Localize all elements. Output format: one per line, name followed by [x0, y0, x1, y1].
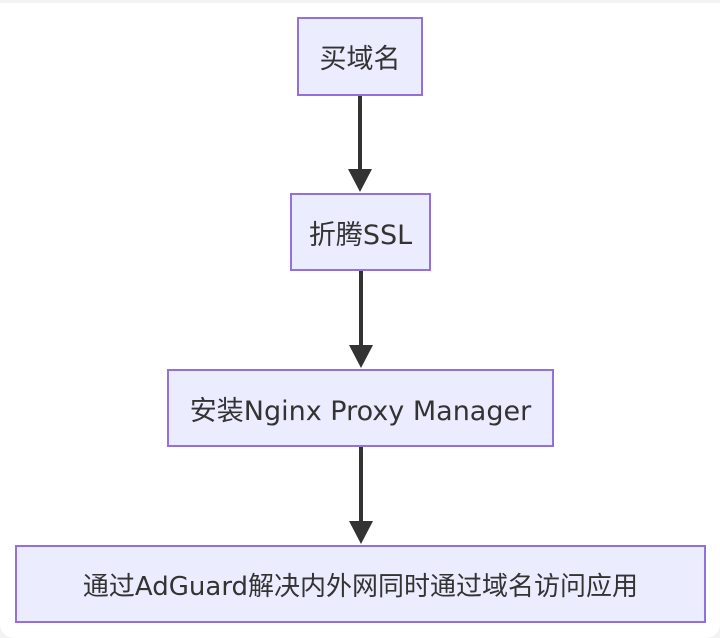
- node-label: 折腾SSL: [308, 219, 413, 251]
- node-install-nginx-proxy-manager: 安装Nginx Proxy Manager: [167, 369, 554, 447]
- node-adguard-dns-access: 通过AdGuard解决内外网同时通过域名访问应用: [15, 545, 706, 623]
- node-buy-domain: 买域名: [297, 17, 423, 96]
- node-label: 通过AdGuard解决内外网同时通过域名访问应用: [82, 571, 639, 602]
- node-label: 买域名: [319, 44, 401, 75]
- node-label: 安装Nginx Proxy Manager: [189, 395, 532, 427]
- node-setup-ssl: 折腾SSL: [290, 193, 431, 271]
- diagram-canvas: [0, 3, 720, 638]
